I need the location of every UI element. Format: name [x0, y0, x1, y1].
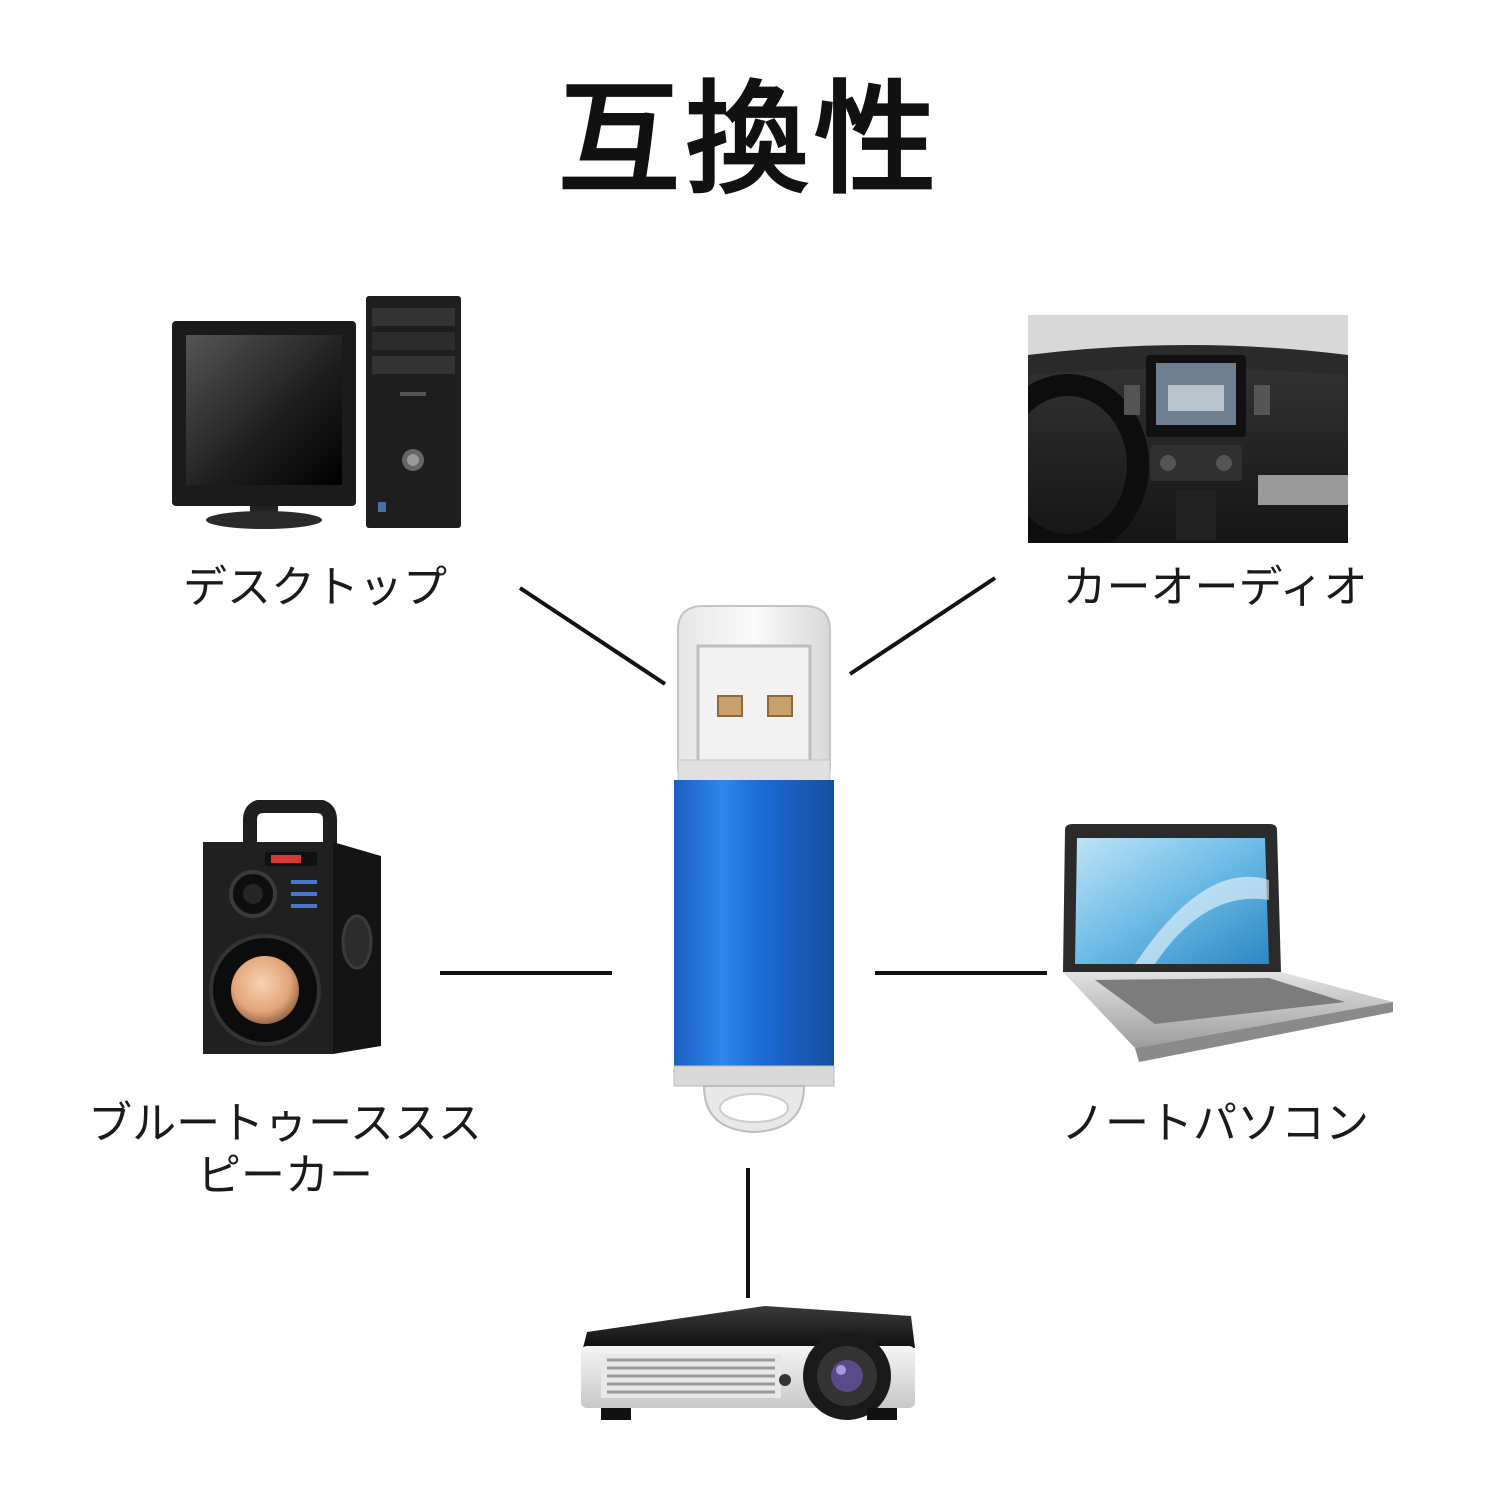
- car-audio-label: カーオーディオ: [1062, 562, 1368, 613]
- page-title: 互換性: [558, 69, 942, 211]
- line-car-audio: [848, 576, 997, 676]
- desktop-label: デスクトップ: [183, 562, 447, 613]
- laptop-label: ノートパソコン: [1061, 1098, 1369, 1149]
- line-desktop: [518, 586, 667, 686]
- projector-icon: [581, 1306, 915, 1420]
- speaker-label-line2: ピーカー: [197, 1150, 373, 1201]
- speaker-label-line1: ブルートゥーススス: [88, 1098, 482, 1149]
- laptop-icon: [1063, 824, 1393, 1062]
- desktop-computer-icon: [172, 296, 461, 529]
- car-audio-icon: [1028, 315, 1348, 543]
- bluetooth-speaker-icon: [203, 800, 381, 1054]
- usb-flash-drive-icon: [673, 605, 835, 1134]
